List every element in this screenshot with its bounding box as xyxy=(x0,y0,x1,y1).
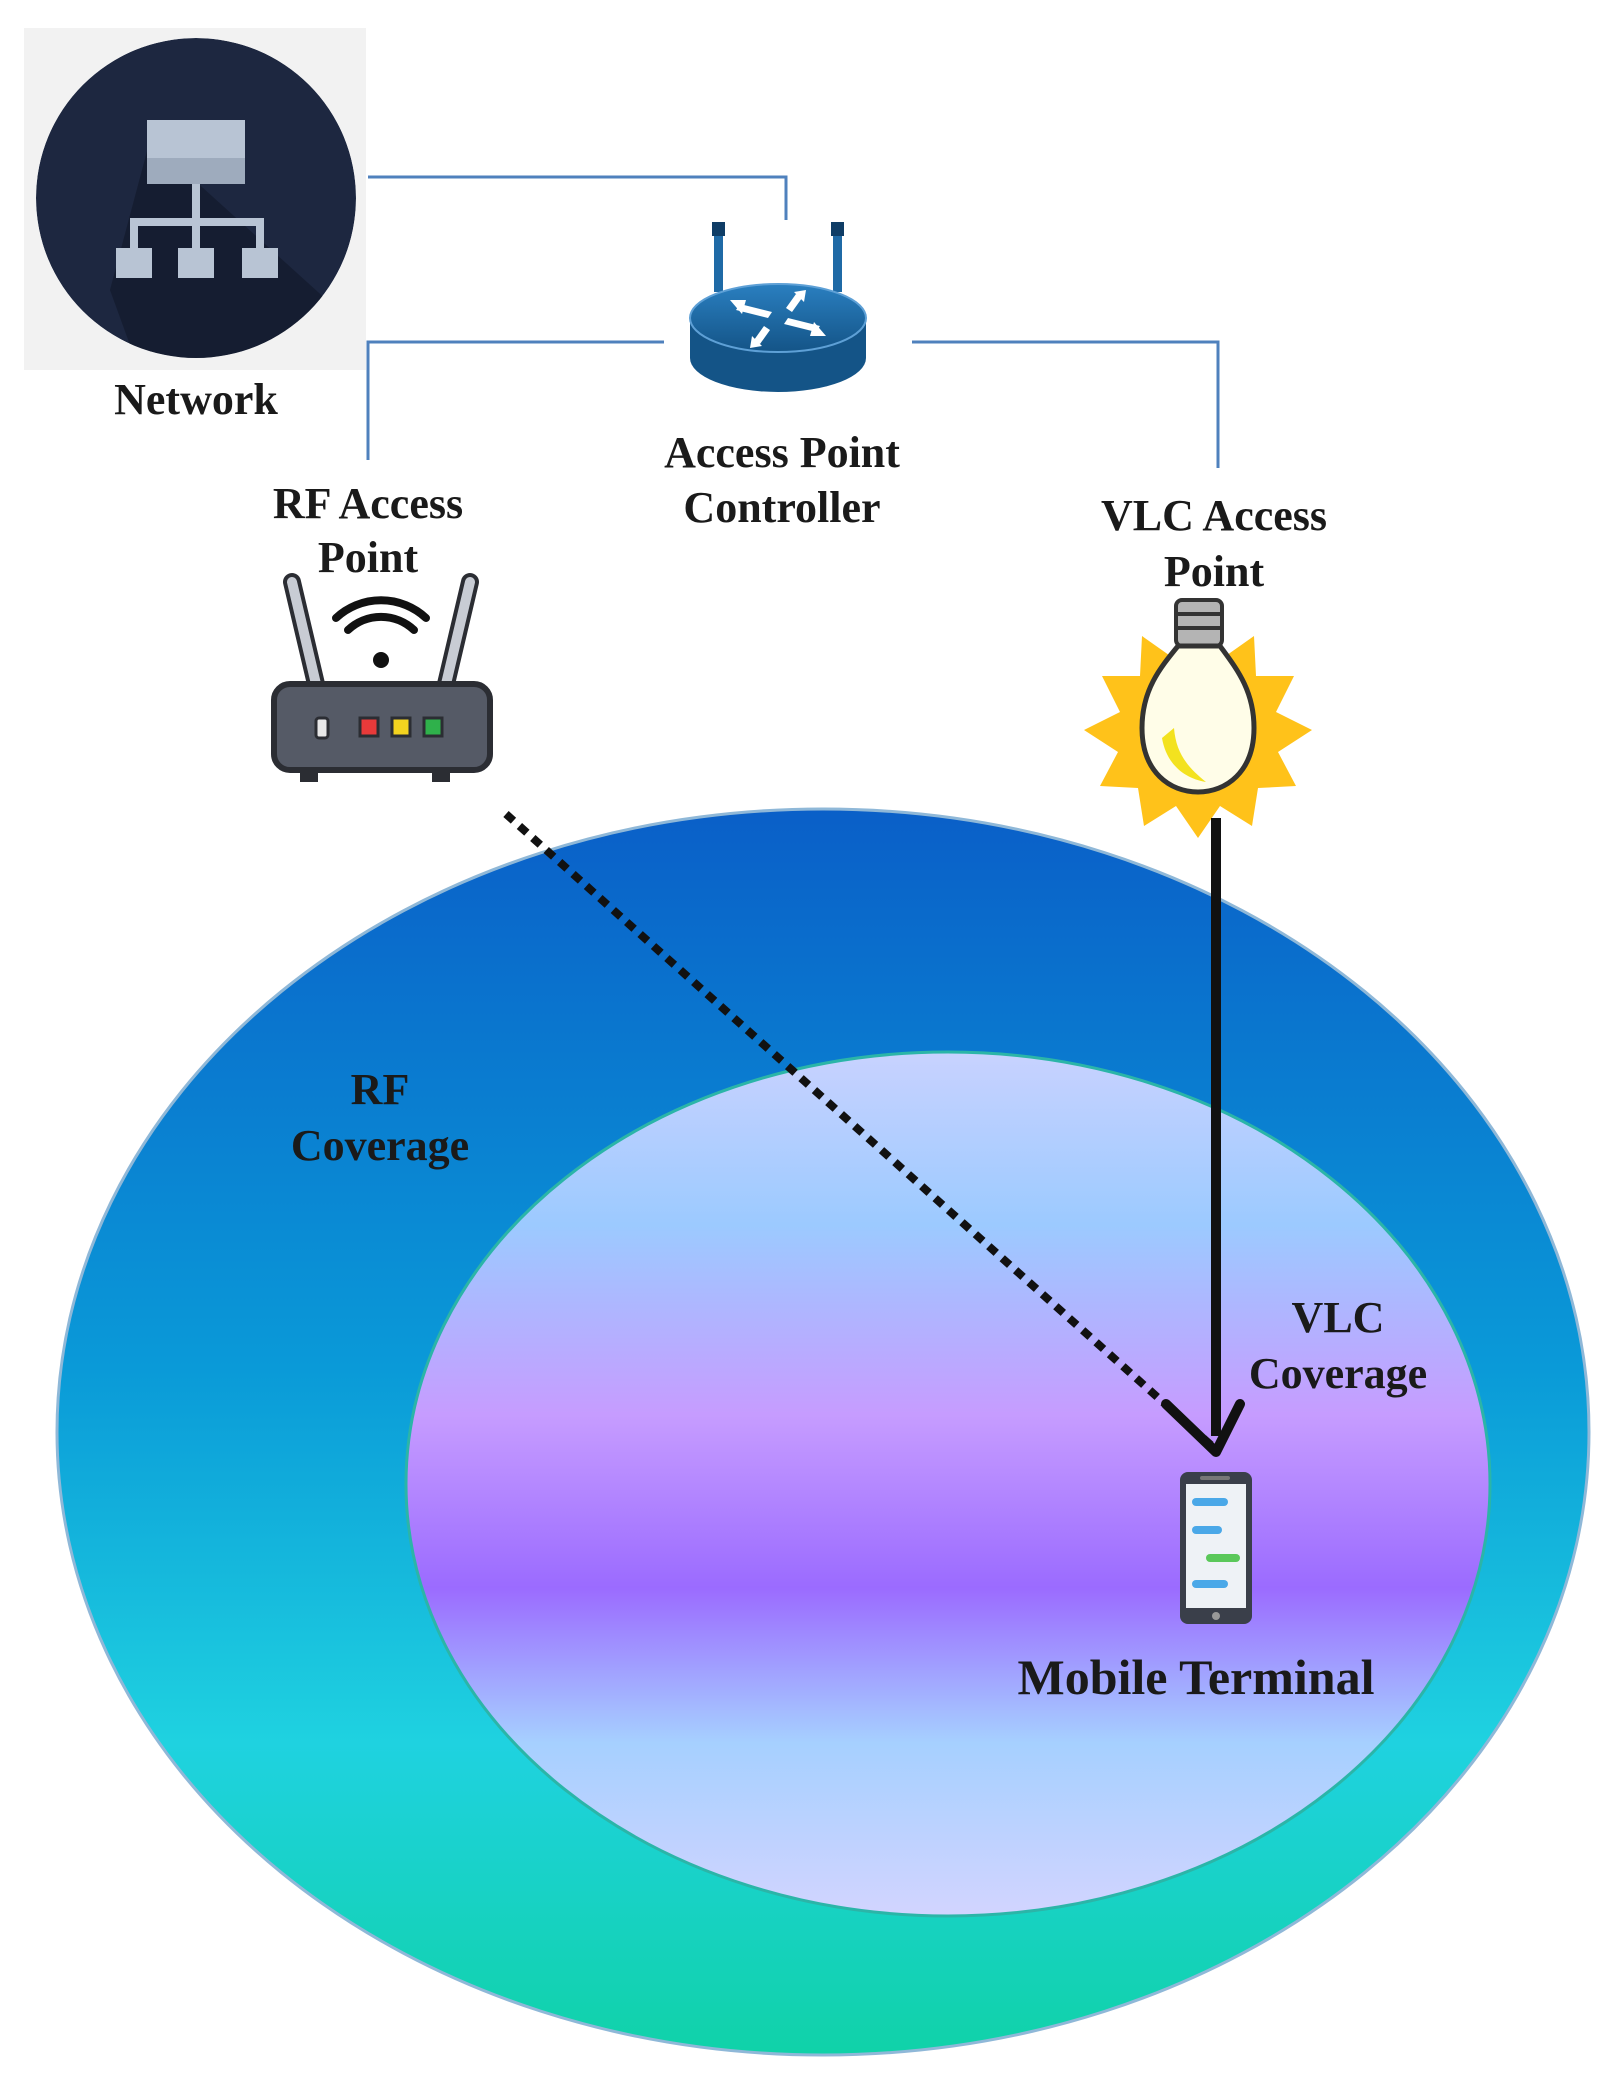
rf-wireless-link xyxy=(503,811,1215,1449)
rf-coverage-label-line2: Coverage xyxy=(291,1121,469,1170)
vlc-wireless-link xyxy=(1161,818,1245,1457)
vlc-coverage-label-line2: Coverage xyxy=(1249,1349,1427,1398)
vlc-ap-label-line1: VLC Access xyxy=(1101,491,1327,540)
vlc-coverage-area xyxy=(404,1050,1492,1918)
controller-to-rf-ap-wire xyxy=(366,340,664,460)
rf-ap-label-line1: RF Access xyxy=(273,479,463,528)
wifi-router-icon xyxy=(271,573,493,782)
smartphone-icon xyxy=(1180,1472,1252,1624)
controller-label-line2: Controller xyxy=(683,483,880,532)
rf-ap-label-line2: Point xyxy=(318,533,419,582)
router-icon xyxy=(689,222,867,392)
mobile-terminal-label: Mobile Terminal xyxy=(1018,1649,1375,1705)
rf-coverage-label-line1: RF xyxy=(351,1065,410,1114)
network-to-controller-wire xyxy=(368,175,788,220)
vlc-coverage-label-line1: VLC xyxy=(1292,1293,1385,1342)
vlc-ap-label-line2: Point xyxy=(1164,547,1265,596)
network-hierarchy-icon xyxy=(24,28,366,370)
controller-label-line1: Access Point xyxy=(664,428,900,477)
light-bulb-icon xyxy=(1084,598,1312,838)
network-label: Network xyxy=(114,375,278,424)
controller-to-vlc-ap-wire xyxy=(912,340,1220,468)
wired-connections xyxy=(366,175,1220,468)
